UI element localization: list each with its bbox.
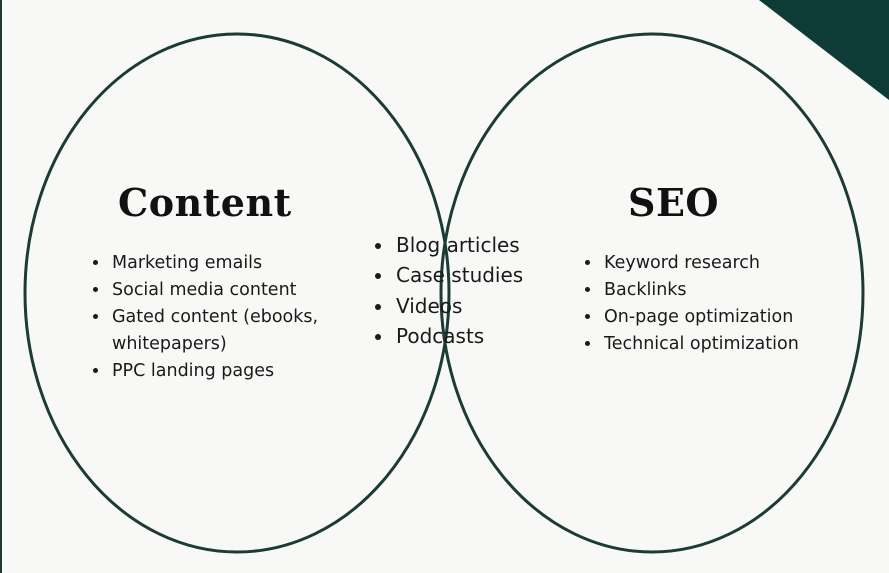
list-item: Blog articles bbox=[394, 230, 554, 260]
list-item: Keyword research bbox=[602, 250, 862, 277]
list-item: PPC landing pages bbox=[110, 358, 360, 385]
seo-title: SEO bbox=[628, 180, 720, 225]
list-item: Gated content (ebooks, whitepapers) bbox=[110, 304, 360, 358]
list-item: Videos bbox=[394, 291, 554, 321]
seo-circle bbox=[439, 32, 865, 554]
content-circle bbox=[23, 32, 451, 554]
list-item: Marketing emails bbox=[110, 250, 360, 277]
content-title: Content bbox=[118, 180, 292, 225]
list-item: Technical optimization bbox=[602, 331, 862, 358]
list-item: Podcasts bbox=[394, 321, 554, 351]
seo-list: Keyword research Backlinks On-page optim… bbox=[580, 250, 862, 358]
list-item: On-page optimization bbox=[602, 304, 862, 331]
overlap-list: Blog articles Case studies Videos Podcas… bbox=[372, 230, 554, 351]
list-item: Social media content bbox=[110, 277, 360, 304]
list-item: Backlinks bbox=[602, 277, 862, 304]
content-list: Marketing emails Social media content Ga… bbox=[88, 250, 360, 385]
list-item: Case studies bbox=[394, 260, 554, 290]
